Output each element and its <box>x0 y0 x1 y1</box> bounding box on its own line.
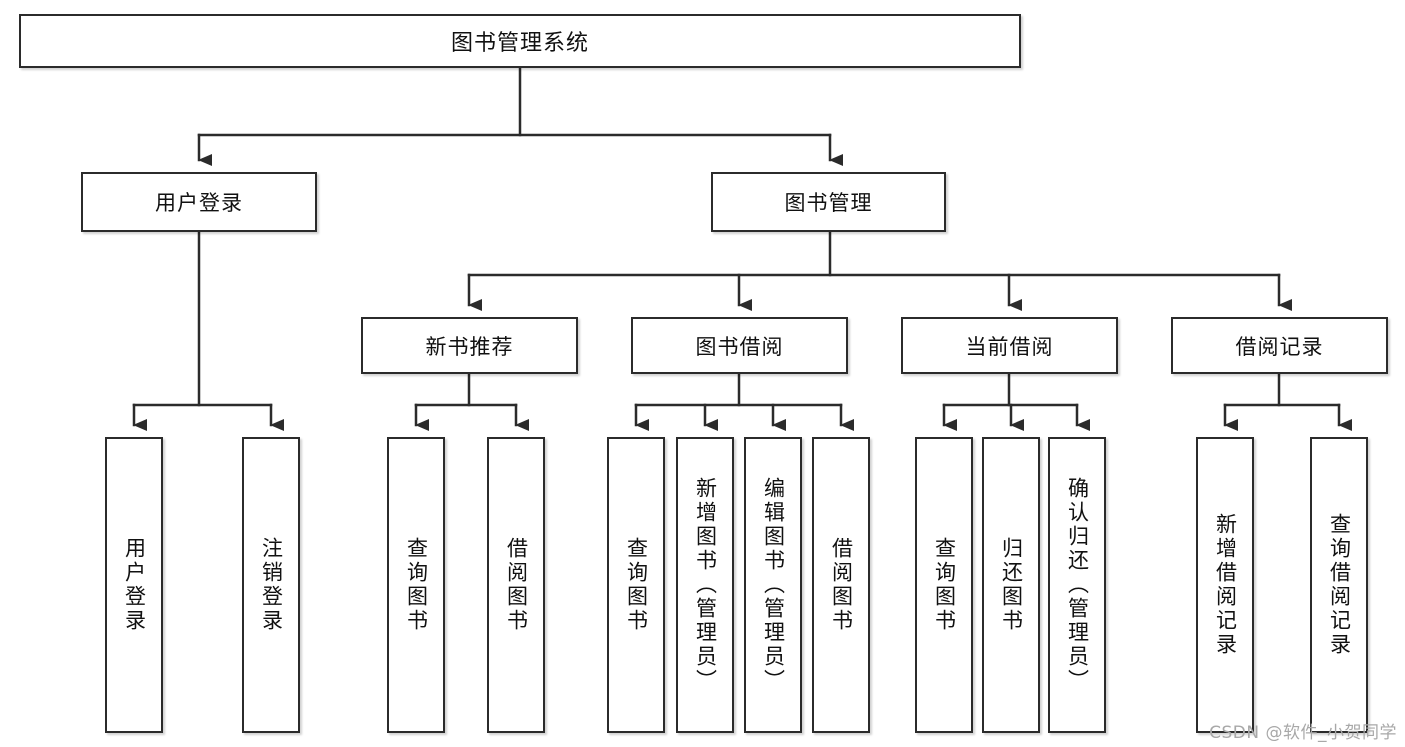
node-leaf-user-login[interactable]: 用户登录 <box>105 437 163 733</box>
node-label: 借阅记录 <box>1235 334 1324 359</box>
node-leaf-query-book-2[interactable]: 查询图书 <box>607 437 665 733</box>
node-root-book-management-system[interactable]: 图书管理系统 <box>19 14 1021 68</box>
node-leaf-add-borrow-record[interactable]: 新增借阅记录 <box>1196 437 1254 733</box>
node-current-borrow[interactable]: 当前借阅 <box>901 317 1118 374</box>
node-leaf-borrow-book-2[interactable]: 借阅图书 <box>812 437 870 733</box>
node-label: 查询图书 <box>932 537 957 633</box>
node-label: 新增图书（管理员） <box>693 477 718 693</box>
node-label: 借阅图书 <box>504 537 529 633</box>
node-label: 借阅图书 <box>829 537 854 633</box>
node-book-borrow[interactable]: 图书借阅 <box>631 317 848 374</box>
node-label: 查询借阅记录 <box>1327 513 1352 657</box>
node-label: 新书推荐 <box>425 334 514 359</box>
node-label: 当前借阅 <box>965 334 1054 359</box>
node-label: 用户登录 <box>155 191 243 215</box>
node-leaf-query-book-3[interactable]: 查询图书 <box>915 437 973 733</box>
node-leaf-return-book[interactable]: 归还图书 <box>982 437 1040 733</box>
node-label: 查询图书 <box>624 537 649 633</box>
node-label: 注销登录 <box>259 537 284 633</box>
node-label: 确认归还（管理员） <box>1065 477 1090 693</box>
node-leaf-query-book-1[interactable]: 查询图书 <box>387 437 445 733</box>
node-label: 用户登录 <box>122 537 147 633</box>
node-label: 图书管理系统 <box>450 31 589 56</box>
node-leaf-confirm-return-admin[interactable]: 确认归还（管理员） <box>1048 437 1106 733</box>
node-label: 编辑图书（管理员） <box>761 477 786 693</box>
node-book-management[interactable]: 图书管理 <box>711 172 946 232</box>
node-leaf-borrow-book-1[interactable]: 借阅图书 <box>487 437 545 733</box>
watermark: CSDN @软件_小贺同学 <box>1209 723 1397 743</box>
node-leaf-edit-book-admin[interactable]: 编辑图书（管理员） <box>744 437 802 733</box>
node-label: 图书借阅 <box>695 334 784 359</box>
node-leaf-add-book-admin[interactable]: 新增图书（管理员） <box>676 437 734 733</box>
node-label: 查询图书 <box>404 537 429 633</box>
node-new-book-recommend[interactable]: 新书推荐 <box>361 317 578 374</box>
node-borrow-record[interactable]: 借阅记录 <box>1171 317 1388 374</box>
node-label: 图书管理 <box>784 191 873 215</box>
node-user-login[interactable]: 用户登录 <box>81 172 317 232</box>
node-leaf-query-borrow-record[interactable]: 查询借阅记录 <box>1310 437 1368 733</box>
node-label: 归还图书 <box>999 537 1024 633</box>
node-label: 新增借阅记录 <box>1213 513 1238 657</box>
node-leaf-logout[interactable]: 注销登录 <box>242 437 300 733</box>
